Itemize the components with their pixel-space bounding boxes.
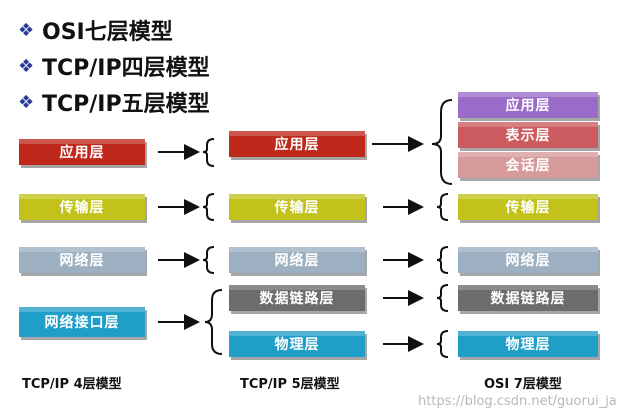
caption-tcpip-4: TCP/IP 4层模型 — [22, 377, 122, 392]
layer-label: 应用层 — [274, 137, 320, 153]
layer-label: 表示层 — [505, 128, 551, 144]
watermark: https://blog.csdn.net/guorui_ja — [418, 394, 617, 409]
layer-label: 数据链路层 — [490, 291, 566, 307]
brace-icon — [431, 99, 453, 185]
diamond-bullet-icon: ❖ — [18, 19, 35, 41]
brace-icon — [204, 289, 223, 355]
layer-label: 会话层 — [505, 158, 551, 174]
layer-4-transport: 传输层 — [19, 194, 145, 220]
layer-7-application: 应用层 — [458, 92, 598, 118]
layer-7-network: 网络层 — [458, 247, 598, 273]
brace-icon — [202, 246, 215, 274]
layer-4-network: 网络层 — [19, 247, 145, 273]
bullet-label: TCP/IP五层模型 — [42, 92, 210, 117]
layer-5-physical: 物理层 — [229, 331, 365, 357]
layer-label: 网络接口层 — [44, 315, 120, 331]
layer-label: 物理层 — [274, 337, 320, 353]
layer-label: 网络层 — [505, 253, 551, 269]
layer-7-data-link: 数据链路层 — [458, 285, 598, 311]
brace-icon — [202, 138, 215, 167]
layer-7-presentation: 表示层 — [458, 122, 598, 148]
bullet-osi: ❖ OSI七层模型 — [18, 12, 210, 48]
caption-tcpip-5: TCP/IP 5层模型 — [240, 377, 340, 392]
layer-4-application: 应用层 — [19, 139, 145, 165]
layer-5-network: 网络层 — [229, 247, 365, 273]
bullet-tcpip-5: ❖ TCP/IP五层模型 — [18, 84, 210, 120]
layer-7-physical: 物理层 — [458, 331, 598, 357]
brace-icon — [436, 330, 449, 358]
layer-label: 网络层 — [59, 253, 105, 269]
caption-osi-7: OSI 7层模型 — [484, 377, 562, 392]
brace-icon — [436, 246, 449, 274]
layer-label: 传输层 — [505, 200, 551, 216]
layer-4-network-interface: 网络接口层 — [19, 307, 145, 337]
layer-5-application: 应用层 — [229, 131, 365, 157]
diamond-bullet-icon: ❖ — [18, 91, 35, 113]
layer-label: 传输层 — [59, 200, 105, 216]
layer-label: 网络层 — [274, 253, 320, 269]
layer-label: 传输层 — [274, 200, 320, 216]
brace-icon — [436, 193, 449, 221]
bullet-label: TCP/IP四层模型 — [42, 56, 210, 81]
bullet-tcpip-4: ❖ TCP/IP四层模型 — [18, 48, 210, 84]
layer-7-session: 会话层 — [458, 152, 598, 178]
layer-label: 数据链路层 — [259, 291, 335, 307]
diamond-bullet-icon: ❖ — [18, 55, 35, 77]
brace-icon — [436, 284, 449, 312]
layer-5-transport: 传输层 — [229, 194, 365, 220]
layer-label: 应用层 — [59, 145, 105, 161]
model-list: ❖ OSI七层模型 ❖ TCP/IP四层模型 ❖ TCP/IP五层模型 — [18, 12, 210, 120]
layer-label: 物理层 — [505, 337, 551, 353]
brace-icon — [202, 193, 215, 221]
bullet-label: OSI七层模型 — [42, 20, 173, 45]
layer-label: 应用层 — [505, 98, 551, 114]
layer-5-data-link: 数据链路层 — [229, 285, 365, 311]
layer-7-transport: 传输层 — [458, 194, 598, 220]
